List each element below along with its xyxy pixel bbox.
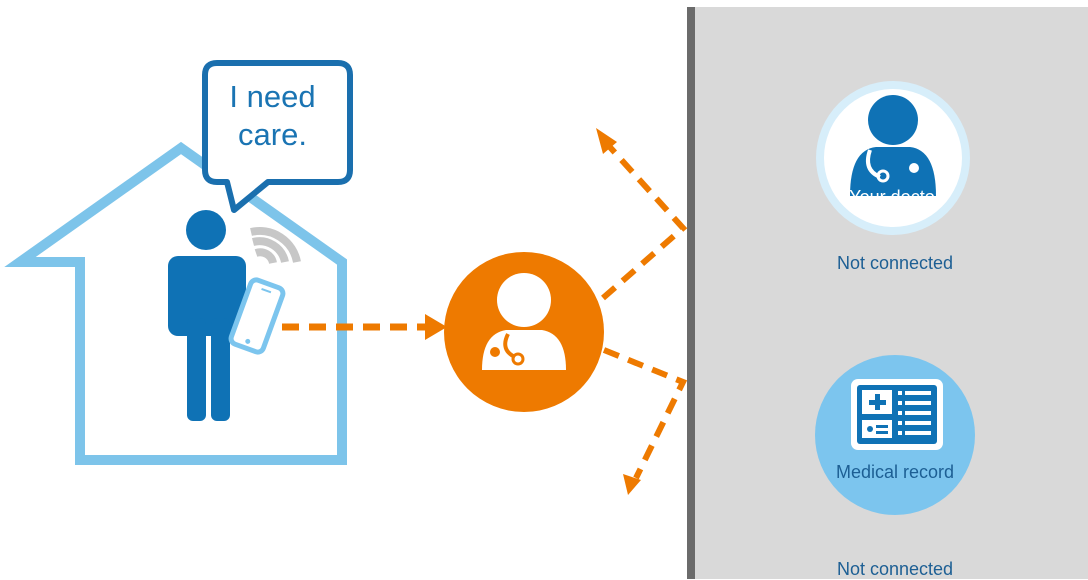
blocked-arrow-up-head [596, 128, 617, 154]
blocked-arrow-down [602, 347, 688, 480]
speech-bubble-text: I need care. [229, 79, 316, 152]
doctor-icon [816, 81, 970, 235]
medical-record-label: Medical record [835, 462, 955, 482]
request-arrow [282, 314, 447, 340]
medical-record-connection-status: Not connected [836, 559, 954, 579]
person-icon [168, 210, 246, 421]
blocked-arrow-up [601, 142, 688, 301]
medical-record-tablet-icon [815, 355, 975, 515]
telehealth-doctor-icon [444, 252, 604, 412]
panel-divider [687, 7, 695, 579]
blocked-arrow-down-head [623, 474, 641, 495]
doctor-label: Your doctor [849, 187, 941, 207]
house-outline-icon [4, 141, 347, 465]
doctor-connection-status: Not connected [836, 253, 954, 273]
speech-bubble [202, 60, 353, 213]
smartphone-icon [228, 277, 286, 355]
wifi-signal-icon [250, 227, 301, 265]
